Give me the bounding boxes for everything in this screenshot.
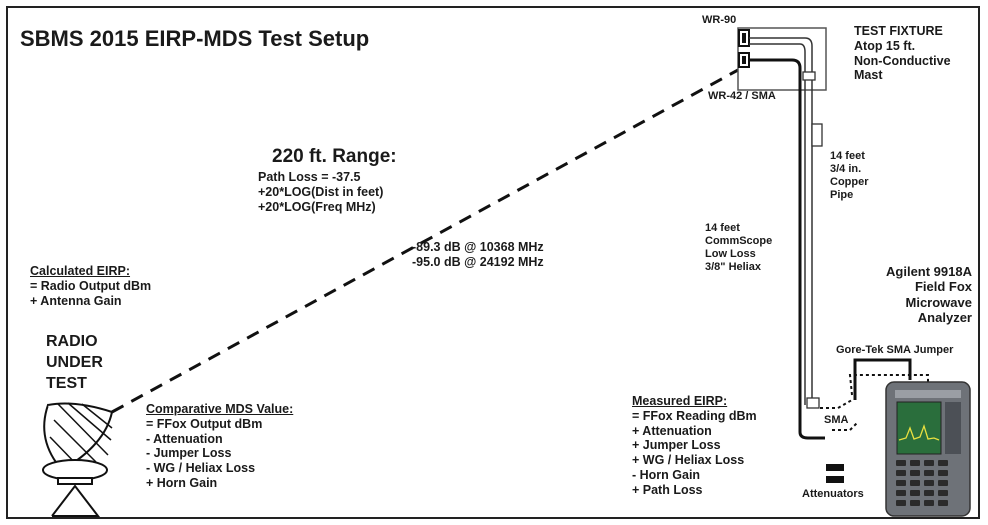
path-loss-values: -89.3 dB @ 10368 MHz -95.0 dB @ 24192 MH… — [412, 240, 544, 270]
heliax-line: 3/8" Heliax — [705, 260, 761, 273]
test-fixture-line: Mast — [854, 68, 883, 83]
measured-eirp-line: = FFox Reading dBm — [632, 408, 757, 423]
attenuators-icon — [826, 464, 844, 483]
test-fixture-line: Atop 15 ft. — [854, 38, 916, 53]
comparative-mds-heading: Comparative MDS Value: — [146, 402, 294, 416]
heliax-line: 14 feet — [705, 222, 740, 234]
calculated-eirp-heading: Calculated EIRP: — [30, 264, 131, 278]
test-fixture-line: TEST FIXTURE — [854, 24, 943, 38]
comparative-mds-line: + Horn Gain — [146, 475, 218, 490]
analyzer-label: Agilent 9918A Field Fox Microwave Analyz… — [860, 264, 972, 325]
field-fox-analyzer-icon — [885, 381, 971, 517]
heliax-line: CommScope — [705, 234, 773, 247]
analyzer-line: Analyzer — [917, 309, 972, 325]
wr90-label: WR-90 — [702, 14, 737, 26]
dish-antenna-icon — [42, 402, 114, 517]
radio-under-test-line: RADIO — [46, 333, 98, 350]
comparative-mds-line: - WG / Heliax Loss — [146, 461, 256, 475]
measured-eirp-heading: Measured EIRP: — [632, 394, 728, 408]
copper-pipe-icon — [749, 37, 823, 409]
analyzer-line: Agilent 9918A — [886, 264, 972, 279]
sma-dotted-link — [820, 399, 859, 431]
path-loss-value: -89.3 dB @ 10368 MHz — [412, 240, 544, 254]
measured-eirp-block: Measured EIRP: = FFox Reading dBm + Atte… — [632, 394, 757, 497]
radio-under-test-line: TEST — [46, 374, 87, 392]
range-heading: 220 ft. Range: — [272, 146, 397, 167]
gore-tek-jumper-dotted — [848, 374, 929, 396]
radio-under-test-label: RADIO UNDER TEST — [46, 332, 103, 394]
comparative-mds-line: - Attenuation — [146, 431, 223, 446]
test-fixture-label: TEST FIXTURE Atop 15 ft. Non-Conductive … — [854, 24, 951, 83]
copper-pipe-line: Copper — [830, 175, 869, 188]
heliax-cable-line — [749, 58, 825, 440]
measured-eirp-line: + WG / Heliax Loss — [632, 453, 745, 467]
copper-pipe-line: 14 feet — [830, 150, 865, 162]
jumper-label: Gore-Tek SMA Jumper — [836, 344, 954, 356]
heliax-line: Low Loss — [705, 247, 756, 260]
copper-pipe-label: 14 feet 3/4 in. Copper Pipe — [830, 150, 869, 202]
copper-pipe-line: 3/4 in. — [830, 162, 862, 175]
measured-eirp-line: + Attenuation — [632, 423, 712, 438]
calculated-eirp-block: Calculated EIRP: = Radio Output dBm + An… — [30, 264, 151, 308]
range-formula: Path Loss = -37.5 +20*LOG(Dist in feet) … — [258, 170, 383, 214]
comparative-mds-line: - Jumper Loss — [146, 446, 232, 461]
analyzer-line: Field Fox — [914, 279, 972, 295]
range-line: Path Loss = -37.5 — [258, 170, 361, 184]
copper-pipe-line: Pipe — [830, 188, 854, 201]
measured-eirp-line: + Path Loss — [632, 482, 703, 497]
test-fixture-line: Non-Conductive — [854, 53, 951, 68]
comparative-mds-block: Comparative MDS Value: = FFox Output dBm… — [146, 402, 293, 491]
diagram-frame — [6, 6, 980, 519]
analyzer-line: Microwave — [905, 294, 972, 310]
attenuators-label: Attenuators — [802, 488, 864, 500]
range-line: +20*LOG(Freq MHz) — [258, 199, 376, 214]
diagram-title: SBMS 2015 EIRP-MDS Test Setup — [20, 26, 370, 51]
measured-eirp-line: + Jumper Loss — [632, 438, 721, 453]
range-line: +20*LOG(Dist in feet) — [258, 184, 384, 199]
path-loss-value: -95.0 dB @ 24192 MHz — [412, 254, 544, 269]
gore-tek-jumper-line — [853, 358, 912, 400]
radio-under-test-line: UNDER — [46, 353, 103, 371]
measured-eirp-line: - Horn Gain — [632, 467, 701, 482]
sma-label: SMA — [824, 414, 849, 426]
calculated-eirp-line: = Radio Output dBm — [30, 278, 152, 293]
wr42-label: WR-42 / SMA — [708, 90, 776, 102]
heliax-label: 14 feet CommScope Low Loss 3/8" Heliax — [705, 222, 772, 274]
radio-path-line — [111, 68, 739, 414]
calculated-eirp-line: + Antenna Gain — [30, 293, 122, 308]
comparative-mds-line: = FFox Output dBm — [146, 416, 263, 431]
